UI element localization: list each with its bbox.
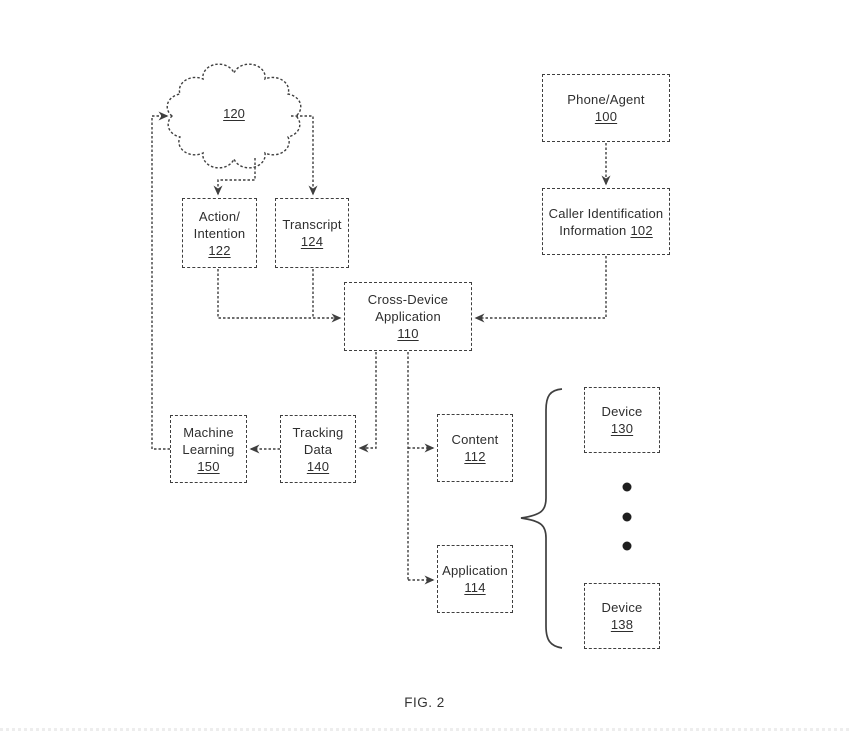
- edge-machine-learning-to-cloud: [151, 111, 170, 450]
- device-group-brace: [520, 388, 563, 649]
- action-intention-label-line1: Action/: [198, 208, 241, 224]
- device-130-ref: 130: [610, 421, 634, 436]
- phone-agent-box: Phone/Agent 100: [542, 74, 670, 142]
- device-ellipsis-dots: [622, 482, 632, 551]
- device-138-ref: 138: [610, 617, 634, 632]
- transcript-ref: 124: [300, 234, 324, 249]
- content-box: Content 112: [437, 414, 513, 482]
- device-130-label: Device: [601, 404, 643, 419]
- phone-agent-label: Phone/Agent: [567, 92, 645, 107]
- figure-caption: FIG. 2: [404, 695, 445, 710]
- tracking-data-ref: 140: [306, 458, 330, 474]
- action-intention-box: Action/ Intention 122: [182, 198, 257, 268]
- edge-cloud-to-transcript: [291, 115, 318, 196]
- device-138-label: Device: [601, 600, 643, 615]
- action-intention-label-line2: Intention: [193, 225, 246, 241]
- machine-learning-ref: 150: [197, 458, 220, 474]
- caller-id-label-line1: Caller Identification: [548, 205, 664, 221]
- tracking-data-label-line1: Tracking: [292, 424, 344, 440]
- cross-device-application-box: Cross-Device Application 110: [344, 282, 472, 351]
- cross-device-label-line2: Application: [375, 309, 441, 324]
- phone-agent-ref: 100: [594, 109, 618, 124]
- machine-learning-label-line1: Machine: [183, 424, 234, 440]
- device-138-box: Device 138: [584, 583, 660, 649]
- cross-device-ref: 110: [397, 326, 419, 341]
- machine-learning-label-line2: Learning: [182, 441, 235, 457]
- application-box: Application 114: [437, 545, 513, 613]
- transcript-label: Transcript: [282, 217, 342, 232]
- machine-learning-box: Machine Learning 150: [170, 415, 247, 483]
- action-intention-ref: 122: [208, 242, 231, 258]
- cloud-ref: 120: [223, 106, 245, 121]
- edge-cloud-to-action-intention: [213, 158, 256, 196]
- cross-device-label-line1: Cross-Device: [367, 292, 449, 307]
- network-cloud-label: 120: [204, 106, 264, 121]
- content-ref: 112: [464, 449, 486, 464]
- caller-id-ref: 102: [630, 222, 653, 238]
- content-label: Content: [451, 432, 499, 447]
- edge-cross-device-to-tracking-data: [358, 352, 377, 453]
- application-label: Application: [442, 563, 508, 578]
- scan-artifact-edge: [0, 728, 849, 731]
- application-ref: 114: [464, 580, 486, 595]
- device-130-box: Device 130: [584, 387, 660, 453]
- tracking-data-box: Tracking Data 140: [280, 415, 356, 483]
- cloud-shape: [166, 63, 302, 169]
- edge-caller-id-to-cross-device: [474, 256, 607, 323]
- edge-action-intention-to-cross-device: [217, 269, 342, 323]
- tracking-data-label-line2: Data: [303, 441, 333, 457]
- transcript-box: Transcript 124: [275, 198, 349, 268]
